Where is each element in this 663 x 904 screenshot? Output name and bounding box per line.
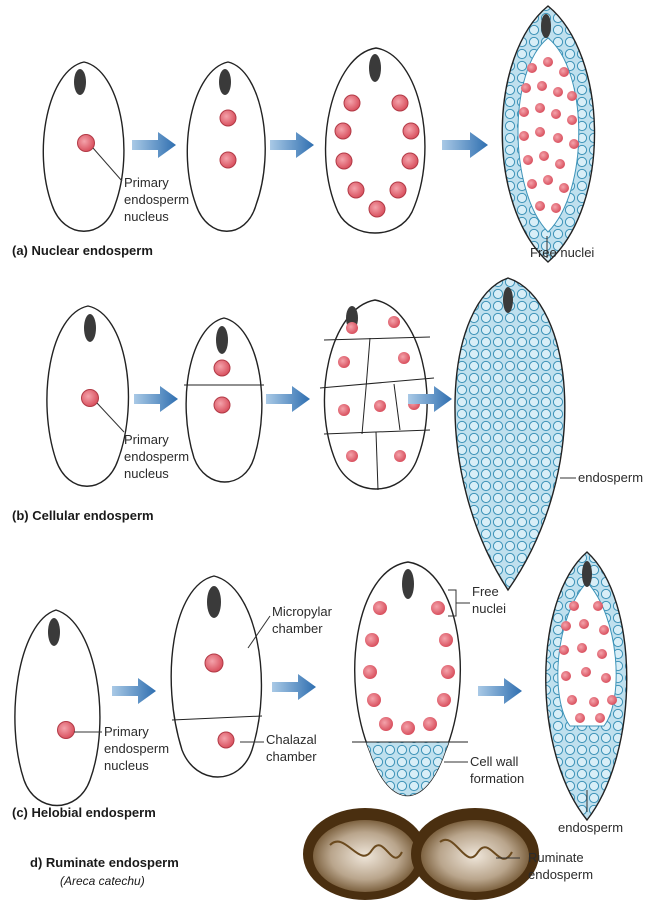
free-nucleus — [220, 110, 236, 126]
primary-label-line-1: Primary — [124, 432, 169, 447]
egg-apparatus — [207, 586, 221, 618]
primary-endosperm-nucleus — [78, 135, 95, 152]
free-nucleus — [348, 182, 364, 198]
free-nuclei-label: Free nuclei — [530, 245, 594, 260]
egg-apparatus — [216, 326, 228, 354]
micropylar-label-line-2: chamber — [272, 621, 323, 636]
chalazal-nucleus — [218, 732, 234, 748]
caption-cellular: (b) Cellular endosperm — [12, 508, 154, 523]
ruminate-seed-photo — [303, 808, 539, 900]
egg-apparatus — [74, 69, 86, 95]
cell-nucleus — [214, 360, 230, 376]
chalazal-label-line-2: chamber — [266, 749, 317, 764]
ruminate-label-line-1: Ruminate — [528, 850, 584, 865]
micropylar-nucleus — [205, 654, 223, 672]
embryo-sac-stage-3 — [340, 562, 480, 822]
embryo-sac-stage-2 — [187, 62, 265, 231]
egg-apparatus — [503, 287, 513, 313]
arrow — [272, 674, 316, 700]
arrow — [266, 386, 310, 412]
cell-nucleus — [214, 397, 230, 413]
arrow — [112, 678, 156, 704]
arrow — [442, 132, 488, 158]
embryo-sac-stage-4 — [502, 6, 594, 262]
primary-endosperm-nucleus — [82, 390, 99, 407]
ruminate-label-line-2: endosperm — [528, 867, 593, 882]
egg-apparatus — [84, 314, 96, 342]
arrow — [270, 132, 314, 158]
egg-apparatus — [219, 69, 231, 95]
embryo-sac-stage-4 — [455, 278, 576, 590]
free-nuclei-label-line-1: Free — [472, 584, 499, 599]
free-nucleus — [402, 153, 418, 169]
free-nuclei-label-line-2: nuclei — [472, 601, 506, 616]
egg-apparatus — [48, 618, 60, 646]
arrow — [134, 386, 178, 412]
caption-helobial: (c) Helobial endosperm — [12, 805, 156, 820]
free-nucleus — [335, 123, 351, 139]
chalazal-label-line-1: Chalazal — [266, 732, 317, 747]
helobial-endosperm-row — [15, 552, 627, 822]
free-nucleus — [344, 95, 360, 111]
embryo-sac-stage-4 — [546, 552, 627, 820]
free-nucleus — [390, 182, 406, 198]
embryo-sac-stage-3 — [326, 48, 425, 233]
endosperm-label: endosperm — [558, 820, 623, 835]
embryo-sac-stage-2 — [171, 576, 270, 777]
endosperm-label: endosperm — [578, 470, 643, 485]
primary-label-line-1: Primary — [124, 175, 169, 190]
free-nucleus — [392, 95, 408, 111]
primary-label-line-3: nucleus — [104, 758, 149, 773]
primary-label-line-2: endosperm — [124, 192, 189, 207]
free-nucleus — [336, 153, 352, 169]
species-name: (Areca catechu) — [60, 874, 145, 888]
embryo-sac-stage-1 — [47, 306, 129, 486]
egg-apparatus — [369, 54, 381, 82]
primary-label-line-3: nucleus — [124, 466, 169, 481]
micropylar-label-line-1: Micropylar — [272, 604, 333, 619]
free-nucleus — [369, 201, 385, 217]
free-nucleus — [220, 152, 236, 168]
cell-wall-label-line-2: formation — [470, 771, 524, 786]
primary-label-line-2: endosperm — [104, 741, 169, 756]
embryo-sac-stage-2 — [184, 318, 264, 482]
arrow — [132, 132, 176, 158]
egg-apparatus — [541, 14, 551, 38]
caption-ruminate: d) Ruminate endosperm — [30, 855, 179, 870]
egg-apparatus — [402, 569, 414, 599]
primary-endosperm-nucleus — [58, 722, 75, 739]
caption-nuclear: (a) Nuclear endosperm — [12, 243, 153, 258]
embryo-sac-stage-1 — [15, 610, 102, 806]
primary-label-line-2: endosperm — [124, 449, 189, 464]
free-nucleus — [403, 123, 419, 139]
primary-label-line-1: Primary — [104, 724, 149, 739]
arrow — [478, 678, 522, 704]
cell-wall-label-line-1: Cell wall — [470, 754, 519, 769]
egg-apparatus — [582, 561, 592, 587]
embryo-sac-stage-1 — [43, 62, 124, 231]
primary-label-line-3: nucleus — [124, 209, 169, 224]
